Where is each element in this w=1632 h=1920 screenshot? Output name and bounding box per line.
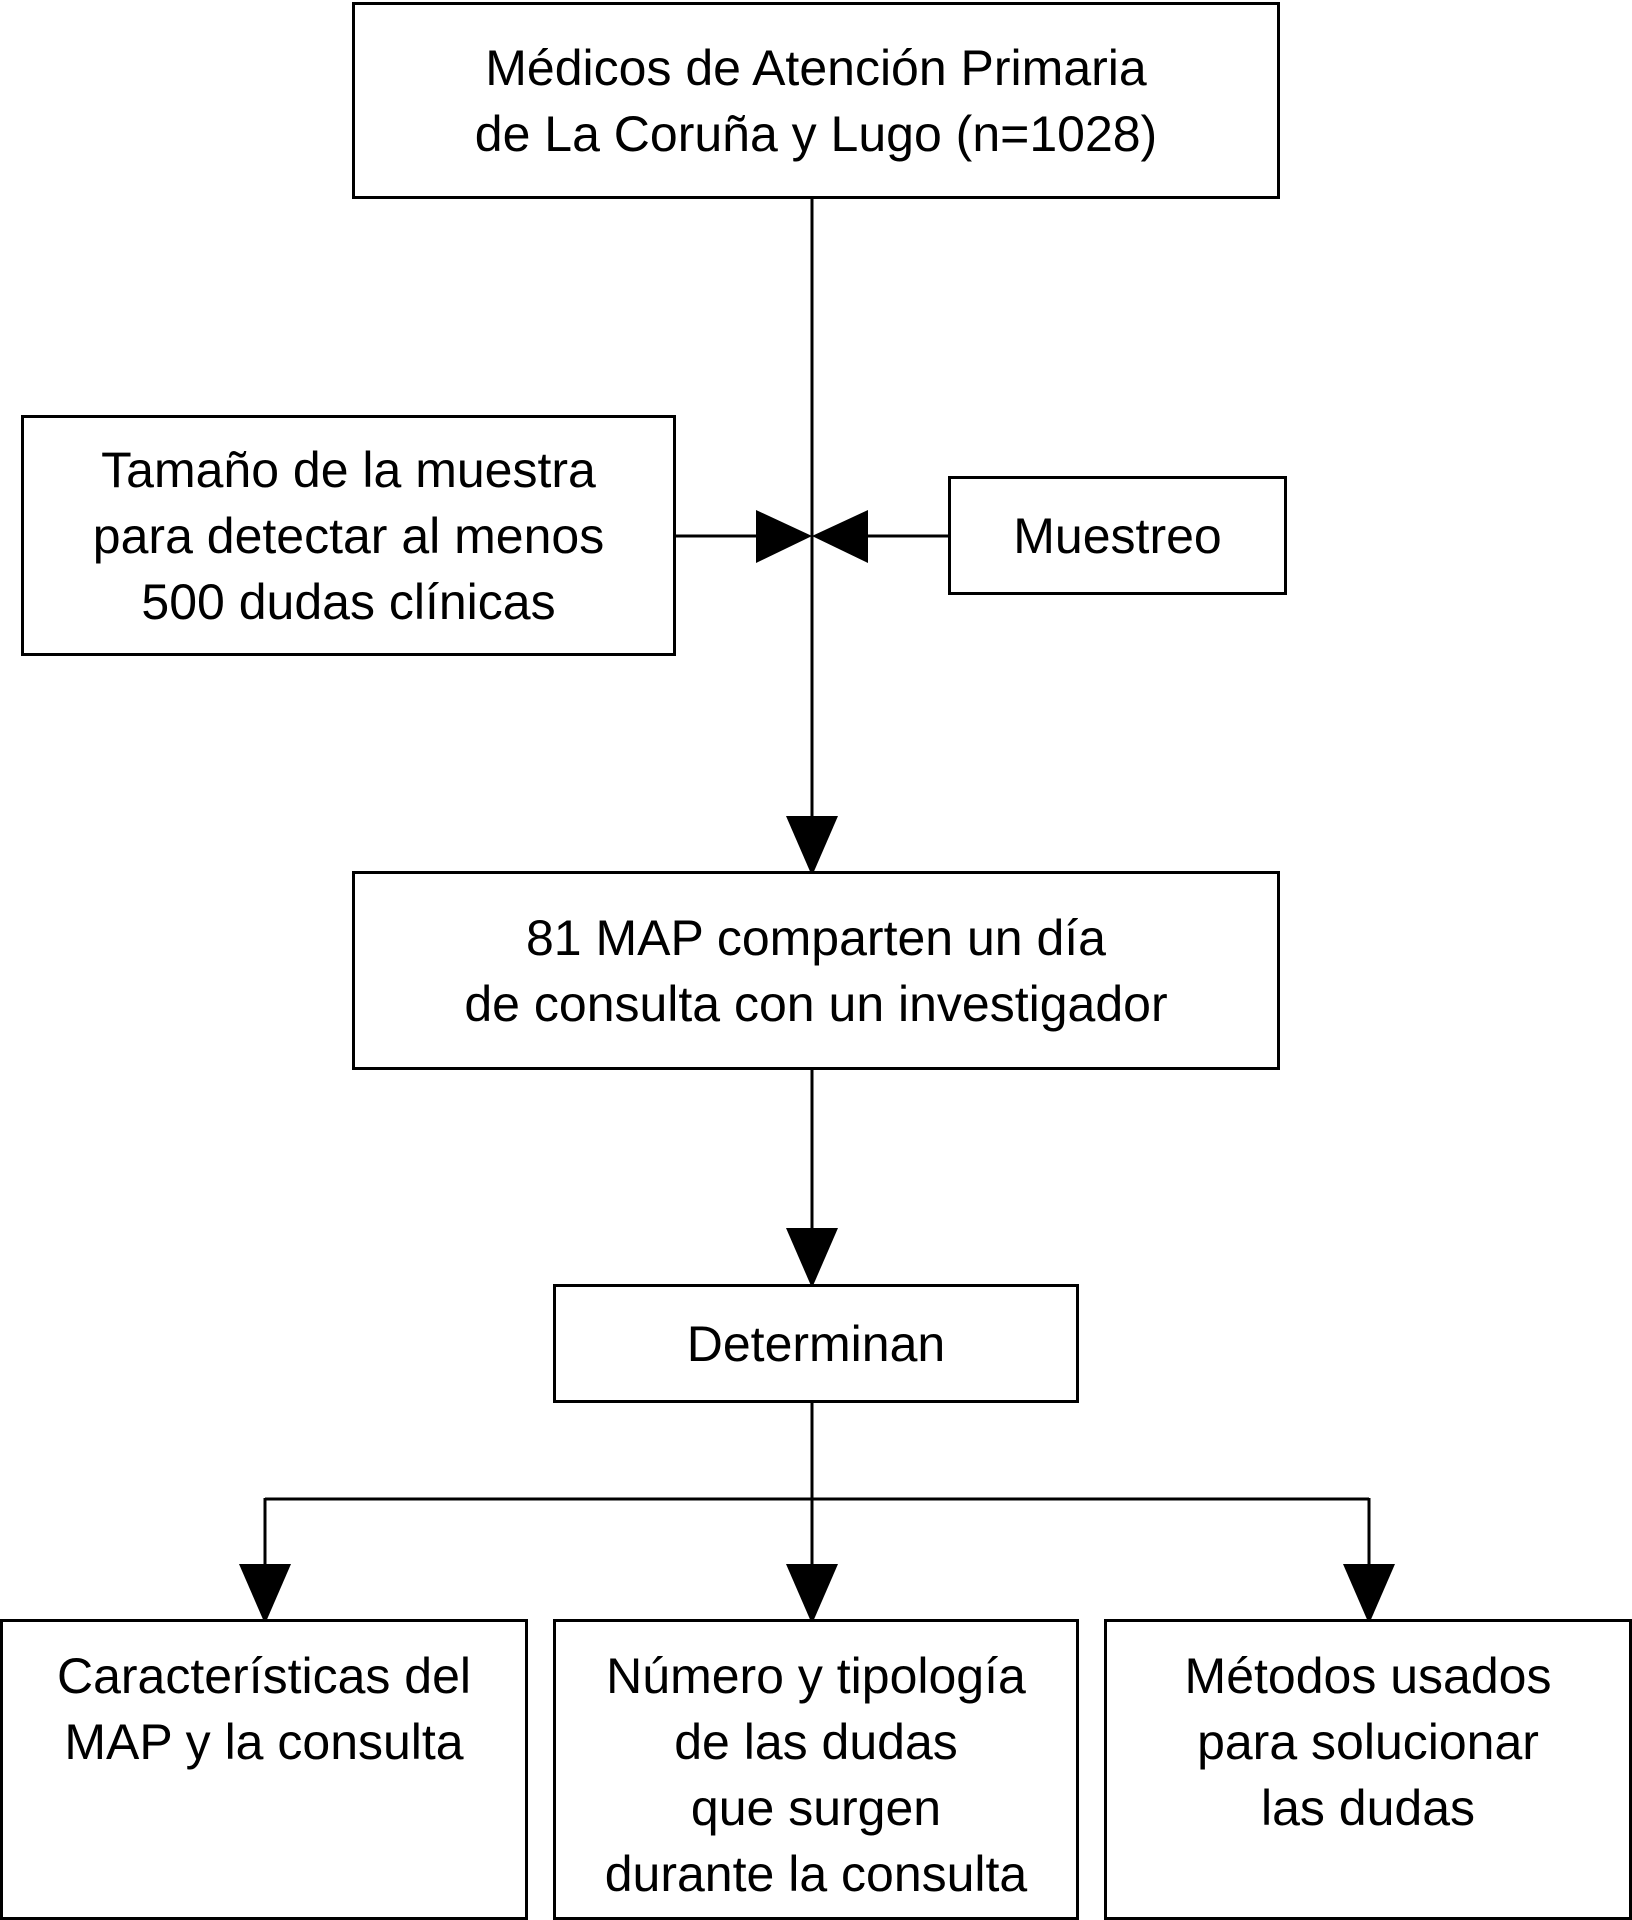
outcome-characteristics-box: Características del MAP y la consulta xyxy=(0,1619,528,1920)
arrowhead-into-methods xyxy=(1343,1564,1395,1624)
population-box: Médicos de Atención Primaria de La Coruñ… xyxy=(352,2,1280,199)
arrowhead-from-sampling xyxy=(812,510,868,563)
arrowhead-into-doubts xyxy=(786,1564,838,1624)
sampling-box: Muestreo xyxy=(948,476,1287,595)
determine-label: Determinan xyxy=(686,1315,946,1372)
arrowhead-into-participants xyxy=(786,816,838,876)
sample-size-label: Tamaño de la muestra para detectar al me… xyxy=(92,441,605,630)
arrowhead-into-characteristics xyxy=(239,1564,291,1624)
participants-label: 81 MAP comparten un día de consulta con … xyxy=(464,909,1168,1032)
outcome-characteristics-label: Características del MAP y la consulta xyxy=(56,1648,472,1770)
determine-box: Determinan xyxy=(553,1284,1079,1403)
outcome-methods-label: Métodos usados para solucionar las dudas xyxy=(1184,1648,1552,1836)
sample-size-box: Tamaño de la muestra para detectar al me… xyxy=(21,415,676,656)
outcome-doubts-box: Número y tipología de las dudas que surg… xyxy=(553,1619,1079,1920)
outcome-methods-box: Métodos usados para solucionar las dudas xyxy=(1104,1619,1632,1920)
participants-box: 81 MAP comparten un día de consulta con … xyxy=(352,871,1280,1070)
arrowhead-into-determine xyxy=(786,1228,838,1288)
population-label: Médicos de Atención Primaria de La Coruñ… xyxy=(474,39,1158,162)
outcome-doubts-label: Número y tipología de las dudas que surg… xyxy=(604,1648,1028,1902)
sampling-label: Muestreo xyxy=(1013,507,1222,564)
arrowhead-from-sample-size xyxy=(756,510,812,563)
